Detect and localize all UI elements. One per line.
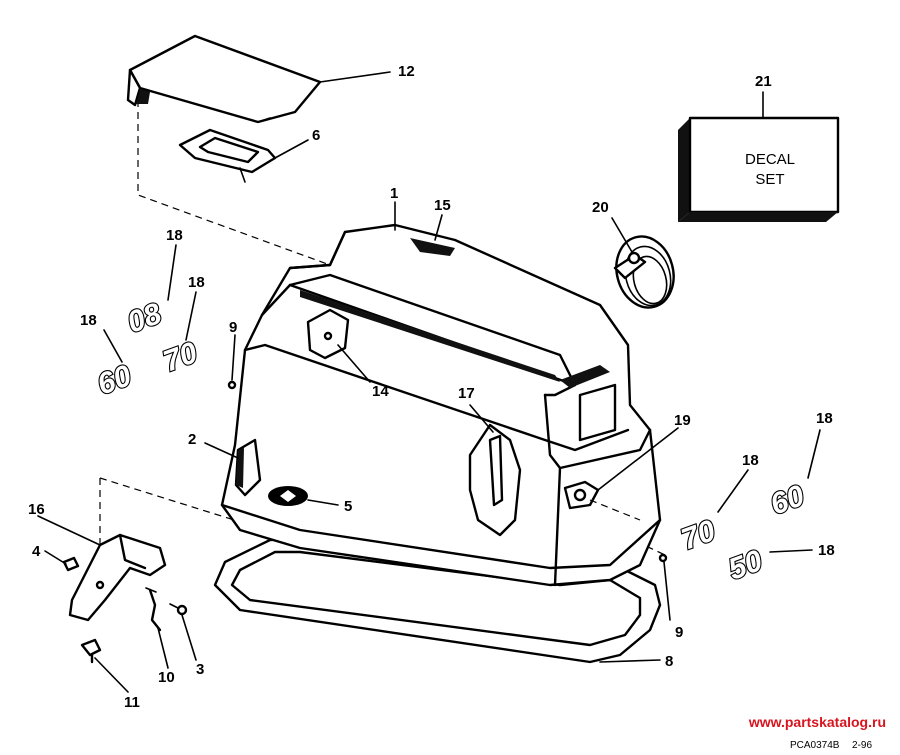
callout-15: 15 [434,197,451,214]
part-2-side-latch [234,438,262,497]
part-11-push-fastener [80,638,102,664]
watermark-text: www.partskatalog.ru [748,714,886,730]
part-18-badges-right: 70 60 50 [676,478,810,588]
part-17-handle [468,423,522,537]
callout-9-left: 9 [229,319,237,336]
callout-16: 16 [28,501,45,518]
callout-9-right: 9 [675,624,683,641]
callout-18-top: 18 [166,227,183,244]
badge-right-70: 70 [677,514,720,557]
callout-6: 6 [312,127,320,144]
callout-1: 1 [390,185,398,202]
callout-5: 5 [344,498,352,515]
callout-18-mid: 18 [188,274,205,291]
leader-lines [37,71,821,693]
part-6-seal-ring [178,128,277,183]
callout-18-right-60: 18 [816,410,833,427]
part-1-motor-cover [220,223,662,587]
part-20-wire-coil [613,235,675,309]
part-18-badges-left: 08 70 60 [92,296,203,403]
callout-3: 3 [196,661,204,678]
callout-20: 20 [592,199,609,216]
part-9-screws [227,380,668,563]
decal-label-line2: SET [755,171,784,188]
part-19-grommet [563,480,641,521]
callout-21: 21 [755,73,772,90]
decal-label-line1: DECAL [745,151,795,168]
badge-top-left: 08 [123,297,166,340]
part-3-screw [169,603,188,616]
badge-right-60: 60 [766,479,809,522]
callout-10: 10 [158,669,175,686]
callout-2: 2 [188,431,196,448]
part-21-decal-set: DECAL SET [678,116,840,222]
part-5-emblem [268,486,308,506]
figure-date: 2-96 [852,740,872,751]
callout-18-right-50: 18 [818,542,835,559]
callout-17: 17 [458,385,475,402]
part-4-clip [62,556,80,572]
figure-code: PCA0374B [790,740,840,751]
part-12-top-cover [126,34,322,124]
callout-numbers: 12 6 21 1 15 20 18 18 18 9 14 17 19 2 18… [28,63,835,711]
badge-low-left: 60 [93,359,136,402]
part-16-bracket [68,533,167,622]
callout-14: 14 [372,383,389,400]
badge-mid-left: 70 [159,336,202,379]
part-10-spring-clip [145,587,162,632]
callout-11: 11 [124,694,140,711]
callout-8: 8 [665,653,673,670]
callout-12: 12 [398,63,415,80]
callout-4: 4 [32,543,41,560]
callout-18-low: 18 [80,312,97,329]
callout-19: 19 [674,412,691,429]
badge-right-50: 50 [724,544,767,587]
callout-18-right-70: 18 [742,452,759,469]
